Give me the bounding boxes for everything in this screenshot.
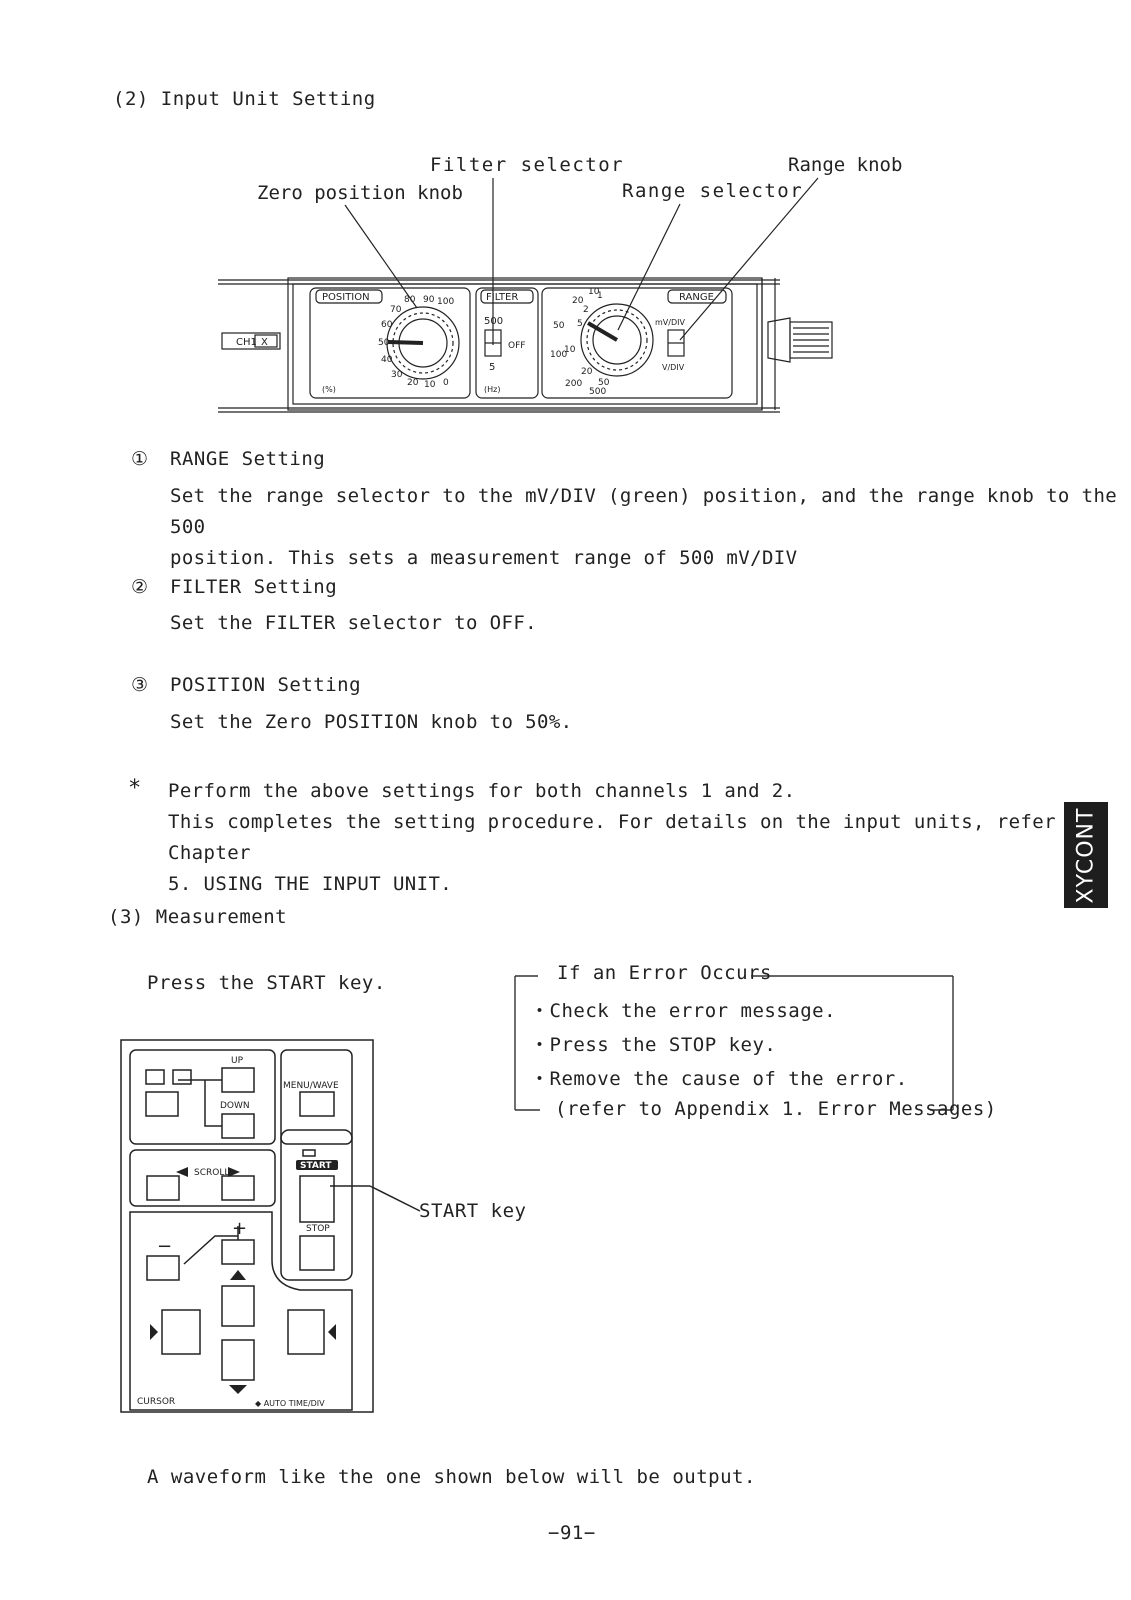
pos-scale: 40 xyxy=(381,355,393,365)
range-scale: 5 xyxy=(577,319,583,329)
pos-scale: 70 xyxy=(390,305,402,315)
step-title: RANGE Setting xyxy=(170,448,326,470)
pos-scale: 90 xyxy=(423,295,435,305)
step-line: Set the FILTER selector to OFF. xyxy=(170,612,538,634)
note-marker: * xyxy=(128,776,142,801)
range-scale: 20 xyxy=(581,367,593,377)
press-start-text: Press the START key. xyxy=(147,972,386,994)
note-line: This completes the setting procedure. Fo… xyxy=(168,811,1092,864)
step-body: Set the Zero POSITION knob to 50%. xyxy=(170,707,573,738)
input-unit-panel-diagram: CH1 X POSITION FILTER RANGE (%) (Hz) 500… xyxy=(218,177,833,413)
section-heading-measurement: (3) Measurement xyxy=(108,906,288,928)
step-title: POSITION Setting xyxy=(170,674,362,696)
key-cursor-label: CURSOR xyxy=(137,1397,175,1407)
key-plus-label: + xyxy=(232,1218,247,1239)
pos-scale: 10 xyxy=(424,380,436,390)
position-label: POSITION xyxy=(322,292,370,303)
error-box-title: If an Error Occurs xyxy=(557,962,772,984)
error-item: ・Check the error message. xyxy=(530,1000,837,1022)
key-auto-time-label: ◆ AUTO TIME/DIV xyxy=(255,1399,325,1408)
callout-range-selector: Range selector xyxy=(622,180,804,202)
vdiv-label: V/DIV xyxy=(662,363,685,372)
note-body: Perform the above settings for both chan… xyxy=(168,776,1131,900)
side-tab: XYCONT xyxy=(1064,802,1108,908)
range-scale: 100 xyxy=(550,350,567,360)
pos-scale: 100 xyxy=(437,297,454,307)
filter-off: OFF xyxy=(508,341,525,351)
key-scroll-label: SCROLL xyxy=(194,1168,229,1178)
step-line: Set the range selector to the mV/DIV (gr… xyxy=(170,485,1118,538)
range-scale: 200 xyxy=(565,379,582,389)
key-start-label: START xyxy=(300,1161,332,1171)
key-menu-wave-label: MENU/WAVE xyxy=(283,1081,339,1091)
key-up-label: UP xyxy=(231,1056,244,1066)
range-scale: 50 xyxy=(553,321,565,331)
range-scale: 2 xyxy=(583,305,589,315)
step-title: FILTER Setting xyxy=(170,576,338,598)
section-heading-input-unit: (2) Input Unit Setting xyxy=(113,88,376,110)
callout-filter-selector: Filter selector xyxy=(430,154,625,176)
pos-scale: 20 xyxy=(407,378,419,388)
error-item: ・Remove the cause of the error. xyxy=(530,1068,908,1090)
pos-scale: 50 xyxy=(378,338,390,348)
callout-zero-position-knob: Zero position knob xyxy=(257,182,463,204)
key-minus-label: − xyxy=(157,1236,172,1257)
page-number: −91− xyxy=(548,1522,596,1544)
hz-label: (Hz) xyxy=(484,385,500,394)
filter-500: 500 xyxy=(484,316,503,327)
filter-label: FILTER xyxy=(486,292,518,303)
filter-5: 5 xyxy=(489,362,495,373)
range-scale: 50 xyxy=(598,378,610,388)
pos-scale: 30 xyxy=(391,370,403,380)
step-line: Set the Zero POSITION knob to 50%. xyxy=(170,711,573,733)
range-scale: 20 xyxy=(572,296,584,306)
note-line: Perform the above settings for both chan… xyxy=(168,780,796,802)
step-body: Set the FILTER selector to OFF. xyxy=(170,608,537,639)
pos-scale: 60 xyxy=(381,320,393,330)
range-scale: 10 xyxy=(564,345,576,355)
note-line: 5. USING THE INPUT UNIT. xyxy=(168,873,453,895)
step-line: position. This sets a measurement range … xyxy=(170,547,798,569)
ch-label: CH1 xyxy=(236,337,257,348)
range-label: RANGE xyxy=(679,292,714,303)
callout-range-knob: Range knob xyxy=(788,154,903,176)
step-marker: ③ xyxy=(131,674,149,696)
step-marker: ② xyxy=(131,576,149,598)
range-scale: 500 xyxy=(589,387,606,397)
range-scale: 1 xyxy=(597,291,603,301)
ch-axis: X xyxy=(261,337,268,348)
percent-label: (%) xyxy=(322,385,336,394)
mvdiv-label: mV/DIV xyxy=(655,318,685,327)
pos-scale: 0 xyxy=(443,378,449,388)
key-down-label: DOWN xyxy=(220,1101,250,1111)
step-body: Set the range selector to the mV/DIV (gr… xyxy=(170,481,1131,574)
error-ref: (refer to Appendix 1. Error Messages) xyxy=(555,1098,997,1120)
waveform-text: A waveform like the one shown below will… xyxy=(147,1466,756,1488)
range-scale: 10 xyxy=(588,287,600,297)
start-key-callout: START key xyxy=(419,1200,527,1222)
key-stop-label: STOP xyxy=(306,1224,330,1234)
step-marker: ① xyxy=(131,448,149,470)
error-item: ・Press the STOP key. xyxy=(530,1034,777,1056)
pos-scale: 80 xyxy=(404,295,416,305)
